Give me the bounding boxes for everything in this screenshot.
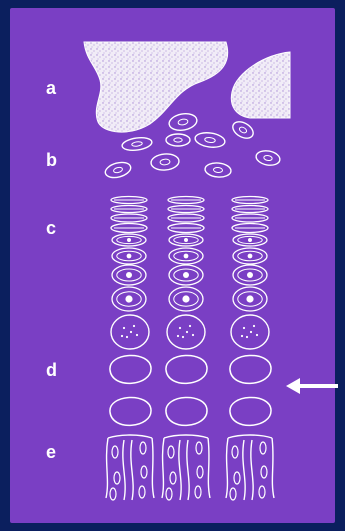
flat-cell bbox=[150, 153, 179, 171]
stacked-cell bbox=[232, 214, 268, 222]
fiber-nucleus bbox=[195, 486, 201, 498]
rounded-cell bbox=[167, 315, 205, 349]
row-e-fibers bbox=[106, 435, 274, 500]
rounded-cell bbox=[231, 315, 269, 349]
fiber-nucleus bbox=[141, 466, 147, 478]
rounded-cell bbox=[111, 315, 149, 349]
cell-nucleus bbox=[246, 295, 253, 302]
flat-cell bbox=[204, 162, 231, 178]
cell-nucleus bbox=[132, 141, 143, 147]
stacked-cell bbox=[112, 265, 146, 285]
stacked-cell bbox=[233, 248, 267, 264]
cell-nucleus bbox=[184, 254, 189, 259]
fiber-nucleus bbox=[112, 446, 118, 458]
stacked-cell bbox=[233, 265, 267, 285]
stacked-cell bbox=[232, 197, 268, 204]
flat-cell bbox=[104, 160, 133, 180]
cell-nucleus bbox=[248, 254, 253, 259]
fiber-bundle bbox=[106, 435, 154, 500]
hollow-cell bbox=[110, 355, 151, 383]
cell-nucleus bbox=[182, 295, 189, 302]
flat-cell bbox=[166, 134, 190, 146]
stacked-cell bbox=[168, 214, 204, 222]
cell-nucleus bbox=[126, 272, 132, 278]
fiber-nucleus bbox=[234, 472, 240, 484]
mass-right bbox=[231, 52, 290, 118]
fiber-nucleus bbox=[230, 488, 236, 500]
fiber-bundle bbox=[226, 435, 274, 500]
fiber-nucleus bbox=[114, 472, 120, 484]
fiber-nucleus bbox=[140, 442, 146, 454]
stacked-cell bbox=[232, 206, 268, 213]
cell-nucleus bbox=[263, 155, 272, 161]
flat-cell bbox=[230, 118, 256, 141]
cell-nucleus bbox=[127, 254, 132, 259]
stacked-cell bbox=[169, 287, 203, 311]
cell-nucleus bbox=[113, 166, 123, 173]
cell-nucleus bbox=[204, 137, 215, 143]
stacked-cell bbox=[111, 224, 147, 233]
stacked-cell bbox=[169, 265, 203, 285]
stacked-cell bbox=[112, 234, 146, 246]
cell-nucleus bbox=[183, 272, 189, 278]
row-d-cells bbox=[110, 355, 271, 425]
cell-nucleus bbox=[127, 238, 131, 242]
left-arrow-icon bbox=[286, 378, 338, 394]
fiber-bundle bbox=[162, 435, 210, 500]
cell-nucleus bbox=[248, 238, 252, 242]
fiber-nucleus bbox=[110, 488, 116, 500]
fiber-nucleus bbox=[166, 488, 172, 500]
stacked-cell bbox=[111, 206, 147, 213]
fiber-nucleus bbox=[197, 466, 203, 478]
mass-left bbox=[84, 42, 228, 132]
stacked-cell bbox=[169, 234, 203, 246]
stacked-cell bbox=[111, 197, 147, 204]
cell-nucleus bbox=[174, 138, 182, 142]
hollow-cell bbox=[166, 397, 207, 425]
stacked-cell bbox=[168, 224, 204, 233]
fiber-nucleus bbox=[168, 446, 174, 458]
fiber-nucleus bbox=[232, 446, 238, 458]
stacked-cell bbox=[232, 224, 268, 233]
stacked-cell bbox=[112, 287, 146, 311]
flat-cell bbox=[121, 136, 152, 152]
hollow-cell bbox=[230, 397, 271, 425]
flat-cell bbox=[255, 149, 281, 167]
fiber-nucleus bbox=[196, 442, 202, 454]
stacked-cell bbox=[111, 214, 147, 222]
cell-nucleus bbox=[178, 118, 189, 125]
stacked-cell bbox=[168, 197, 204, 204]
cell-nucleus bbox=[184, 238, 188, 242]
stacked-cell bbox=[233, 287, 267, 311]
cell-nucleus bbox=[213, 167, 222, 173]
cell-nucleus bbox=[125, 295, 132, 302]
hollow-cell bbox=[110, 397, 151, 425]
hollow-cell bbox=[230, 355, 271, 383]
stacked-cell bbox=[168, 206, 204, 213]
fiber-nucleus bbox=[260, 442, 266, 454]
fiber-nucleus bbox=[139, 486, 145, 498]
flat-cell bbox=[168, 112, 198, 133]
stacked-cell bbox=[169, 248, 203, 264]
flat-cell bbox=[194, 131, 226, 149]
row-c-cells bbox=[111, 197, 269, 350]
cell-nucleus bbox=[238, 126, 247, 134]
hollow-cell bbox=[166, 355, 207, 383]
stacked-cell bbox=[112, 248, 146, 264]
cell-nucleus bbox=[247, 272, 253, 278]
fiber-nucleus bbox=[170, 472, 176, 484]
fiber-nucleus bbox=[259, 486, 265, 498]
cell-nucleus bbox=[160, 159, 170, 165]
fiber-nucleus bbox=[261, 466, 267, 478]
stacked-cell bbox=[233, 234, 267, 246]
